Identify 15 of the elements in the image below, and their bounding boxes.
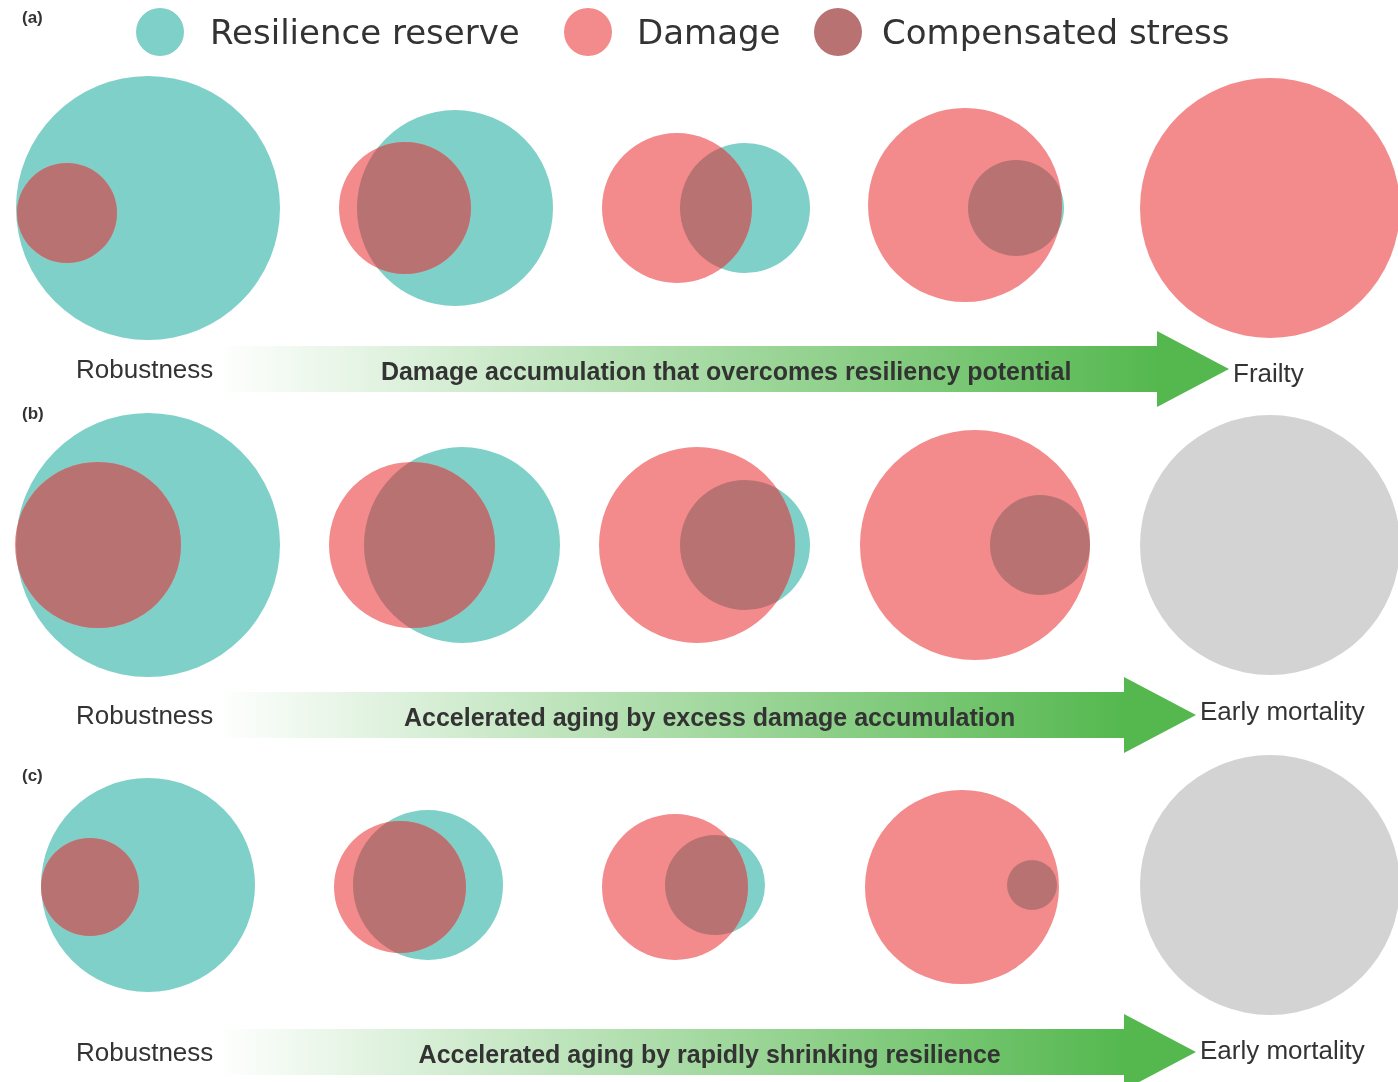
panel-label: (b) (22, 404, 44, 424)
stage-label: Frailty (1233, 357, 1304, 389)
legend-label: Resilience reserve (210, 12, 520, 52)
panel-label: (c) (22, 766, 43, 786)
legend-label: Compensated stress (882, 12, 1230, 52)
edge-label: Damage accumulation that overcomes resiliency potential (380, 356, 1072, 386)
stage-label: Robustness (76, 699, 214, 731)
stage-label: Robustness (76, 1036, 214, 1068)
panel-label: (a) (22, 8, 43, 28)
legend-label: Damage (637, 12, 781, 52)
edge-label: Accelerated aging by excess damage accumulation (403, 702, 1016, 732)
stage-label: Early mortality (1200, 1034, 1365, 1066)
stage-label: Early mortality (1200, 695, 1365, 727)
stage-label: Robustness (76, 353, 214, 385)
edge-label: Accelerated aging by rapidly shrinking resilience (418, 1039, 1001, 1069)
